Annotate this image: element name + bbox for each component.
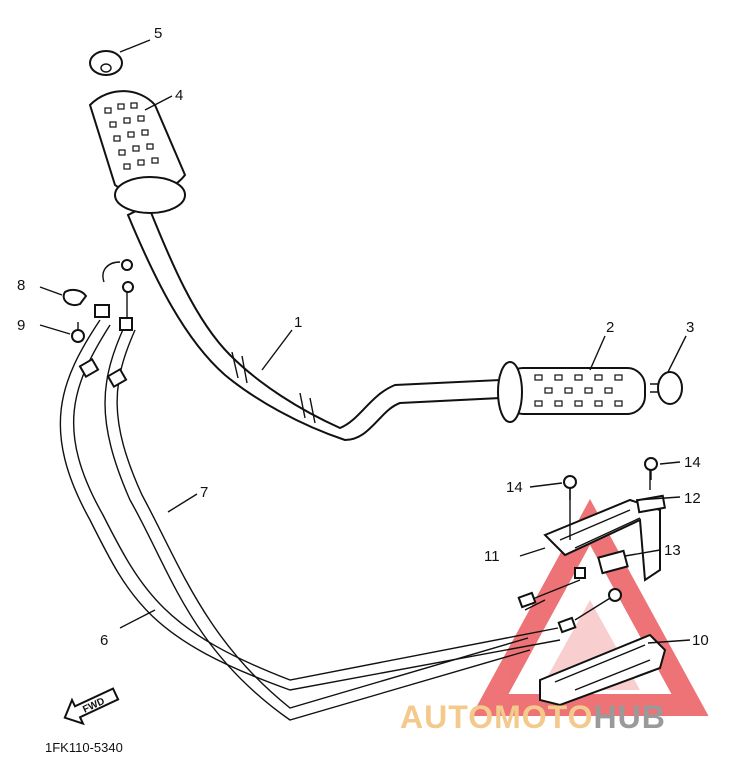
callout-12: 12	[684, 490, 701, 507]
forward-label: FWD	[81, 696, 106, 716]
left-grip	[88, 90, 187, 214]
screw-9	[71, 322, 85, 343]
callout-10: 10	[692, 632, 709, 649]
screw-14b	[644, 457, 658, 480]
handlebar	[126, 203, 501, 442]
throttle-housing	[539, 465, 667, 707]
watermark-triangle-outer	[471, 499, 709, 716]
watermark-text: AUTOMOTOHUB	[400, 699, 666, 735]
callout-5: 5	[154, 25, 162, 42]
callout-14a: 14	[506, 479, 523, 496]
leader-lines	[39, 39, 691, 644]
screw-14a	[563, 475, 577, 500]
left-end-cap	[89, 50, 123, 76]
right-grip	[497, 361, 646, 423]
callout-1: 1	[294, 314, 302, 331]
watermark-part2: HUB	[593, 699, 665, 735]
callout-4: 4	[175, 87, 183, 104]
watermark-part1: AUTOMOTO	[400, 699, 593, 735]
callout-8: 8	[17, 277, 25, 294]
cable-clip	[62, 288, 88, 306]
callout-11: 11	[484, 548, 500, 565]
callout-labels: 5 4 1 2 3 8 9 7 6 14 14 12 11 13 10	[17, 25, 709, 649]
callout-2: 2	[606, 319, 614, 336]
callout-13: 13	[664, 542, 681, 559]
callout-14b: 14	[684, 454, 701, 471]
callout-6: 6	[100, 632, 108, 649]
diagram-code: 1FK110-5340	[45, 740, 123, 755]
callout-3: 3	[686, 319, 694, 336]
callout-9: 9	[17, 317, 25, 334]
forward-arrow: FWD	[63, 687, 120, 726]
callout-7: 7	[200, 484, 208, 501]
right-end-cap	[650, 371, 683, 405]
throttle-cables	[59, 259, 622, 721]
